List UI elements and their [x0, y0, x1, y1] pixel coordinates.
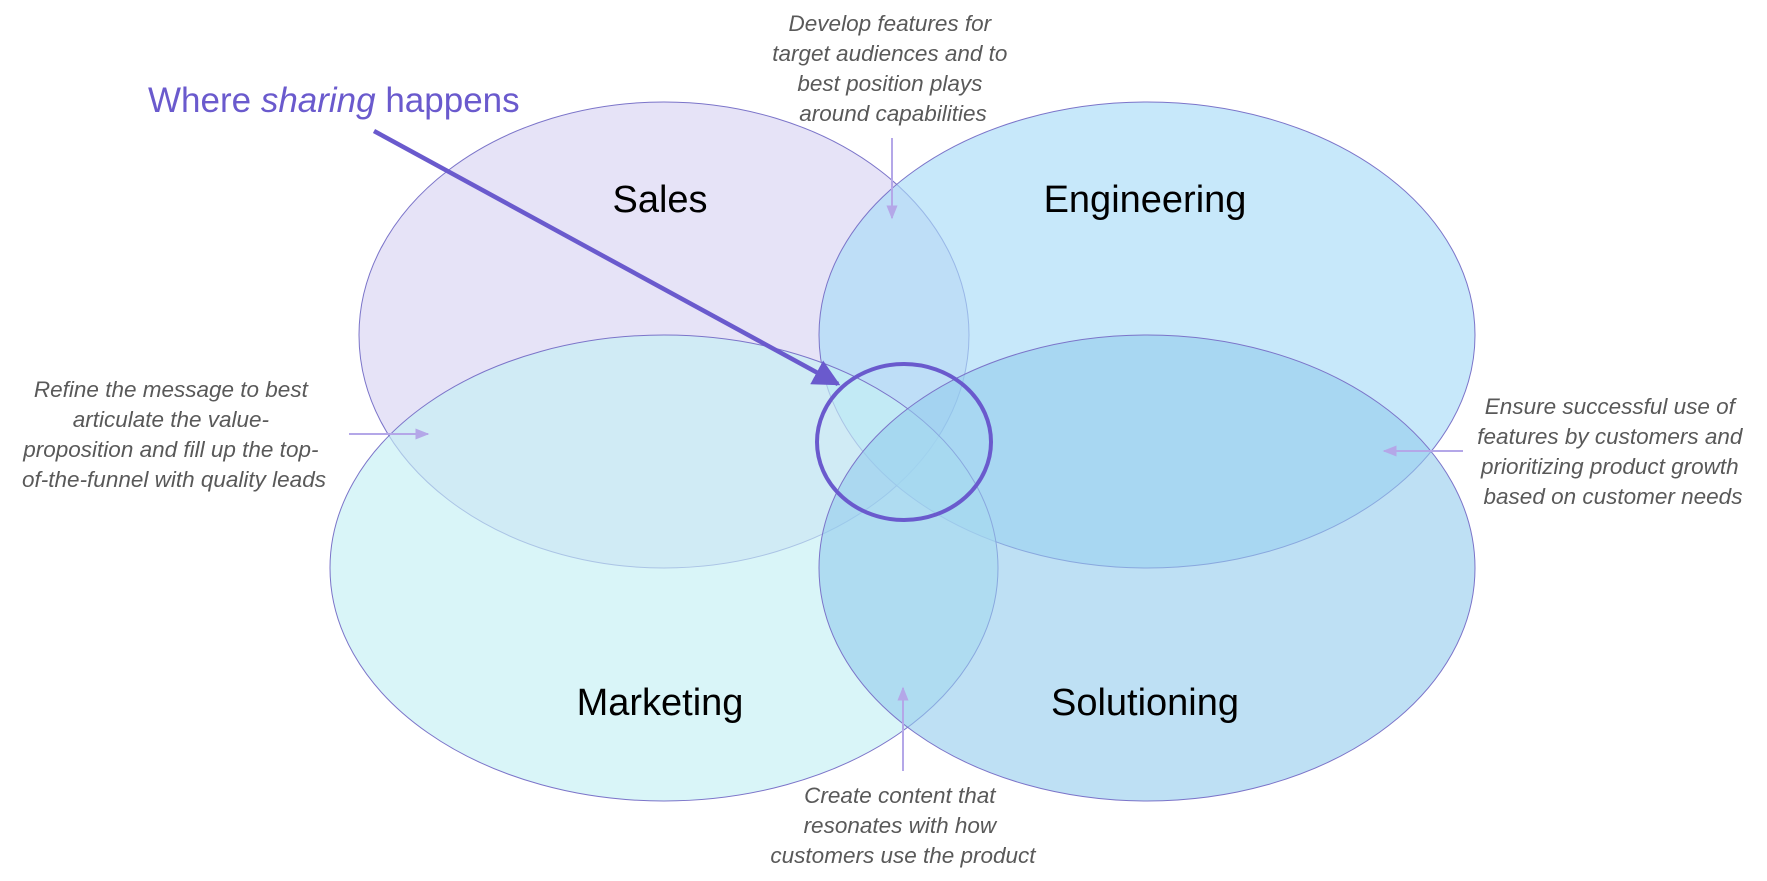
headline-prefix: Where — [148, 81, 261, 120]
top-note-line: target audiences and to — [772, 41, 1007, 66]
bottom-note: Create content that resonates with how c… — [770, 783, 1037, 868]
headline-emphasis: sharing — [261, 81, 376, 120]
left-note-line: articulate the value- — [73, 407, 269, 432]
top-note: Develop features for target audiences an… — [772, 11, 1013, 126]
engineering-label: Engineering — [1044, 179, 1247, 221]
headline: Where sharing happens — [148, 81, 520, 120]
top-note-line: around capabilities — [799, 101, 987, 126]
solutioning-label: Solutioning — [1051, 682, 1239, 724]
marketing-label: Marketing — [577, 682, 744, 724]
top-note-line: Develop features for — [789, 11, 993, 36]
right-note: Ensure successful use of features by cus… — [1477, 394, 1748, 509]
right-note-line: prioritizing product growth — [1480, 454, 1739, 479]
bottom-note-line: customers use the product — [770, 843, 1037, 868]
left-note: Refine the message to best articulate th… — [22, 377, 326, 492]
solutioning-ellipse — [818, 334, 1476, 802]
sharing-highlight-circle — [815, 362, 993, 522]
top-note-line: best position plays — [797, 71, 982, 96]
headline-suffix: happens — [376, 81, 520, 120]
right-note-line: Ensure successful use of — [1485, 394, 1738, 419]
bottom-note-line: Create content that — [804, 783, 997, 808]
left-note-line: proposition and fill up the top- — [22, 437, 318, 462]
headline-arrow — [372, 129, 841, 386]
bottom-note-line: resonates with how — [804, 813, 998, 838]
right-note-line: features by customers and — [1477, 424, 1744, 449]
left-note-line: Refine the message to best — [34, 377, 310, 402]
left-note-line: of-the-funnel with quality leads — [22, 467, 326, 492]
right-note-line: based on customer needs — [1484, 484, 1743, 509]
sales-label: Sales — [612, 179, 707, 221]
